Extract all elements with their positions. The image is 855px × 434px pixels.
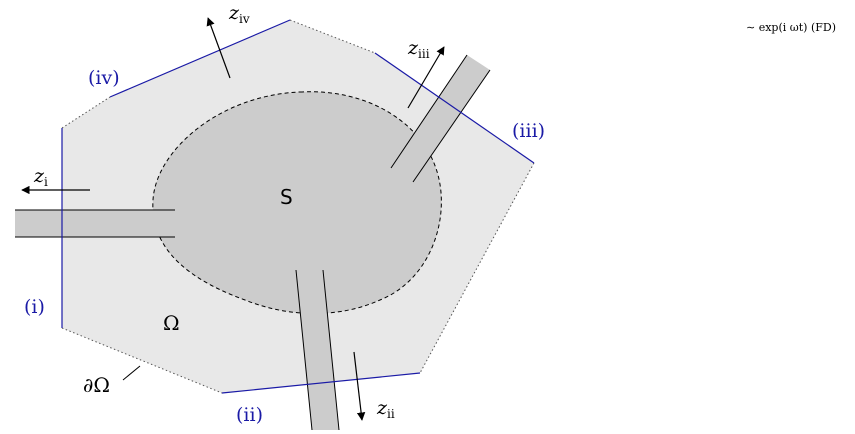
coord-label-i: zi bbox=[33, 165, 48, 189]
coord-label-iv: ziv bbox=[228, 2, 250, 26]
port-lines bbox=[61, 19, 535, 394]
arrow-z-ii bbox=[353, 351, 366, 421]
region-label: Ω bbox=[163, 311, 180, 335]
arrow-z-iii bbox=[407, 46, 445, 109]
waveguide-iii-edge-left bbox=[390, 54, 468, 169]
port-label-i: (i) bbox=[24, 296, 45, 318]
waveguide-ii-edge-left bbox=[295, 269, 313, 431]
port-line-iii bbox=[374, 52, 535, 164]
boundary-label: ∂Ω bbox=[83, 373, 110, 397]
boundary-leader-line bbox=[122, 365, 141, 381]
time-convention-note: ∼ exp(i ωt) (FD) bbox=[746, 21, 836, 34]
scatterer-label: S bbox=[280, 185, 293, 209]
port-label-ii: (ii) bbox=[236, 404, 263, 426]
waveguide-i bbox=[15, 210, 175, 237]
waveguide-iii-edge-right bbox=[412, 69, 491, 183]
waveguide-iii bbox=[391, 55, 490, 182]
arrow-z-iv bbox=[206, 17, 231, 79]
coord-label-ii: zii bbox=[376, 397, 395, 421]
port-line-ii bbox=[221, 372, 421, 394]
port-label-iii: (iii) bbox=[512, 120, 545, 142]
port-label-iv: (iv) bbox=[88, 67, 120, 89]
port-line-iv bbox=[109, 19, 291, 98]
waveguide-ii bbox=[296, 270, 339, 430]
coord-label-iii: ziii bbox=[407, 37, 430, 61]
coordinate-arrows bbox=[21, 17, 445, 421]
waveguide-ii-edge-right bbox=[322, 269, 340, 431]
domain-boundary bbox=[61, 19, 535, 394]
